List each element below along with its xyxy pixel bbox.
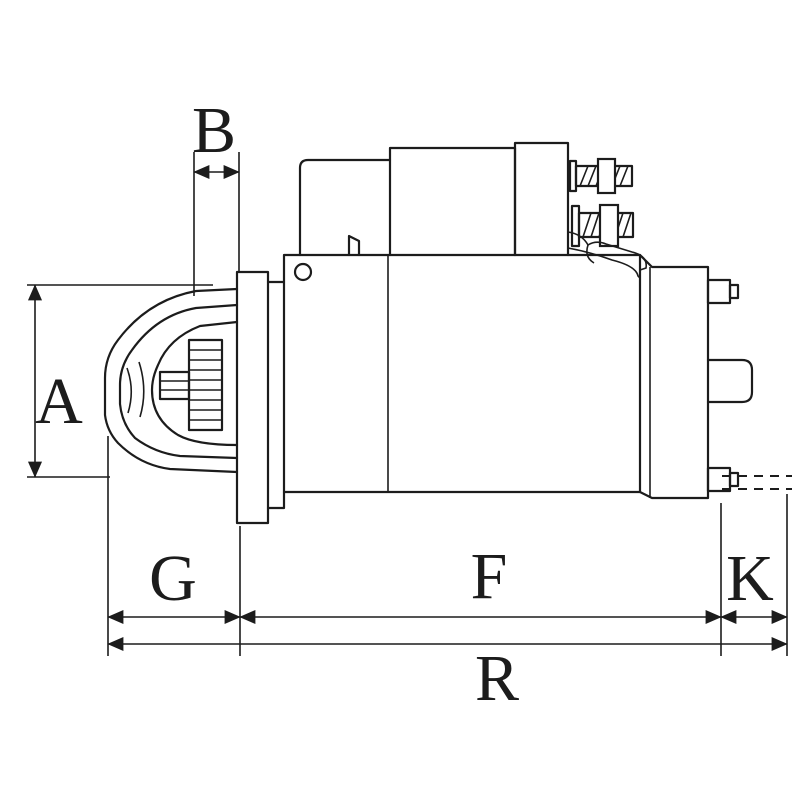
dimension-annotations: B A G F (27, 94, 788, 715)
lower-terminal-nut (598, 203, 620, 248)
dimension-label-b: B (192, 94, 236, 167)
fork-lever-line (126, 367, 133, 414)
extension-lines (107, 436, 788, 656)
dimension-f: F (239, 540, 722, 625)
dimension-g: G (107, 542, 241, 625)
hidden-lines (722, 475, 792, 490)
dimension-b: B (192, 94, 240, 296)
dimension-a: A (27, 284, 213, 478)
front-bracket (298, 158, 392, 257)
pinion-gear (158, 338, 224, 432)
end-cap (638, 253, 710, 500)
dimension-label-r: R (475, 642, 519, 715)
dimension-label-a: A (35, 365, 83, 438)
motor-body (282, 158, 642, 494)
upper-terminal-stud (568, 157, 634, 195)
body-rib (347, 234, 361, 257)
dimension-label-f: F (471, 540, 508, 613)
starter-motor-drawing (103, 141, 792, 525)
lower-side-stud (706, 466, 732, 493)
solenoid (388, 141, 570, 257)
lower-terminal-stud (570, 203, 635, 248)
upper-terminal-nut (596, 157, 617, 195)
pinion-shaft (158, 370, 191, 401)
mounting-flange (235, 270, 286, 525)
dimension-label-g: G (149, 542, 197, 615)
drive-end-housing (103, 287, 239, 474)
terminal-studs (568, 157, 635, 248)
dimension-k: K (720, 542, 788, 625)
dimension-r: R (107, 636, 788, 715)
side-studs (706, 278, 754, 493)
upper-side-stud (706, 278, 732, 305)
shaft-boss (706, 358, 754, 404)
bolt-hole (293, 262, 313, 282)
dimension-label-k: K (726, 542, 774, 615)
fork-lever-line (138, 361, 145, 418)
